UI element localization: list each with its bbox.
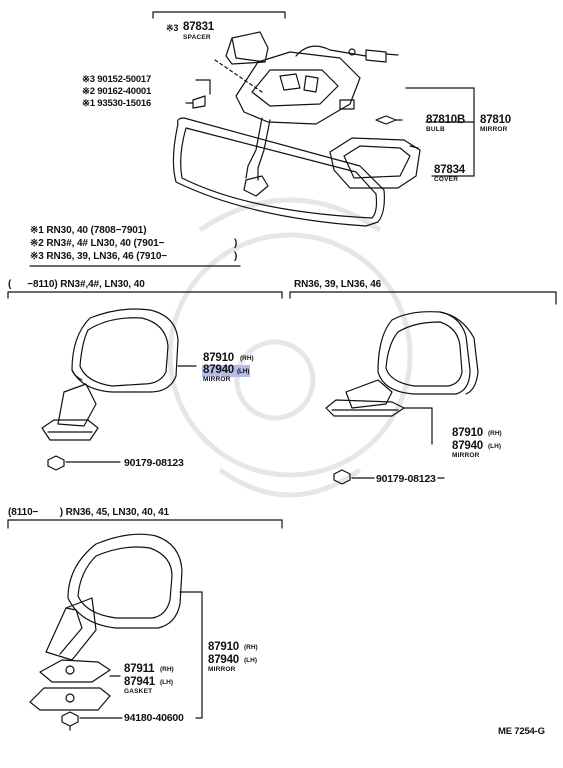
s2-nut-number: 90179-08123 [376,473,436,485]
s1-part-87910-number: 87910 [203,352,234,364]
s3-part-87911-side: (RH) [160,666,174,673]
s3-part-87941-number: 87941 [124,676,155,688]
part-93530-number: ※1 93530-15016 [82,98,152,109]
section1-frame [7,291,283,299]
s1-mirror-arm [57,383,97,427]
spacer-87831-shape [225,31,269,65]
bulb-87810b-shape [375,115,403,125]
s2-mirror-arm [345,379,393,409]
part-87831-name: SPACER [183,34,211,41]
wire-connector [295,45,367,57]
s3-gasket-name: GASKET [124,688,153,695]
note-1: ※1 RN30, 40 (7808−7901) [30,225,147,236]
part-87834-number: 87834 [434,164,465,176]
part-87810b-number: 87810B [426,114,466,126]
part-90162-number: ※2 90162-40001 [82,86,152,97]
section2-header: RN36, 39, LN36, 46 [294,279,382,290]
s3-mirror-arm [45,597,97,661]
note-2-close: ) [234,238,238,249]
s3-bolt [61,711,79,731]
section2-frame [289,291,557,305]
part-87810-number: 87810 [480,114,511,126]
section3-frame [7,519,283,529]
note-3: ※3 RN36, 39, LN36, 46 (7910− [30,251,168,262]
s3-part-87941-side: (LH) [160,679,173,686]
mirror-base-housing [235,51,361,125]
cover-87834-shape [329,137,421,189]
screw-shape [185,95,206,109]
s3-part-87910-side: (RH) [244,644,258,651]
s2-part-87940-number: 87940 [452,440,483,452]
part-87831-number: 87831 [183,21,214,33]
s3-part-87940-side: (LH) [244,657,257,664]
s3-part-87940-number: 87940 [208,654,239,666]
s2-part-87910-side: (RH) [488,430,502,437]
s1-part-87940-number: 87940 (LH) [202,364,251,377]
s3-bolt-number: 94180-40600 [124,712,184,724]
s1-base-plate [41,419,99,441]
watermark-emblem [167,197,413,498]
s3-part-87910-number: 87910 [208,641,239,653]
s1-part-87910-side: (RH) [240,355,254,362]
s2-part-87940-side: (LH) [488,443,501,450]
part-87810b-name: BULB [426,126,445,133]
s1-mirror-head [71,308,179,393]
s2-part-87910-number: 87910 [452,427,483,439]
s1-part-87940-side: (LH) [236,368,250,375]
interior-mirror-glass [172,117,385,227]
mirror-stem [245,117,271,181]
s3-mirror-name: MIRROR [208,666,236,673]
s3-mirror-head [67,533,183,629]
diagram-code: ME 7254-G [498,726,545,737]
section3-header: (8110− ) RN36, 45, LN30, 40, 41 [8,507,170,518]
note-2: ※2 RN3#, 4# LN30, 40 (7901− [30,238,165,249]
s1-mirror-name: MIRROR [203,376,231,383]
mirror-assembly-bracket [405,87,475,177]
note-3-close: ) [234,251,238,262]
s2-mirror-name: MIRROR [452,452,480,459]
part-90152-number: ※3 90152-50017 [82,74,152,85]
s2-nut [333,469,351,485]
part-87810-name: MIRROR [480,126,508,133]
s1-nut [47,455,65,471]
spacer-mark: ※3 [166,23,179,33]
s1-nut-number: 90179-08123 [124,457,184,469]
spacer-group-bracket [152,11,286,19]
part-87834-name: COVER [434,176,459,183]
s3-gasket-shape [39,659,111,683]
s1-part-87940-text: 87940 [203,364,234,376]
s3-base-plate [29,687,111,711]
s2-mirror-head [377,311,471,395]
s3-part-87911-number: 87911 [124,663,155,675]
section1-header: ( −8110) RN3#,4#, LN30, 40 [8,279,145,290]
